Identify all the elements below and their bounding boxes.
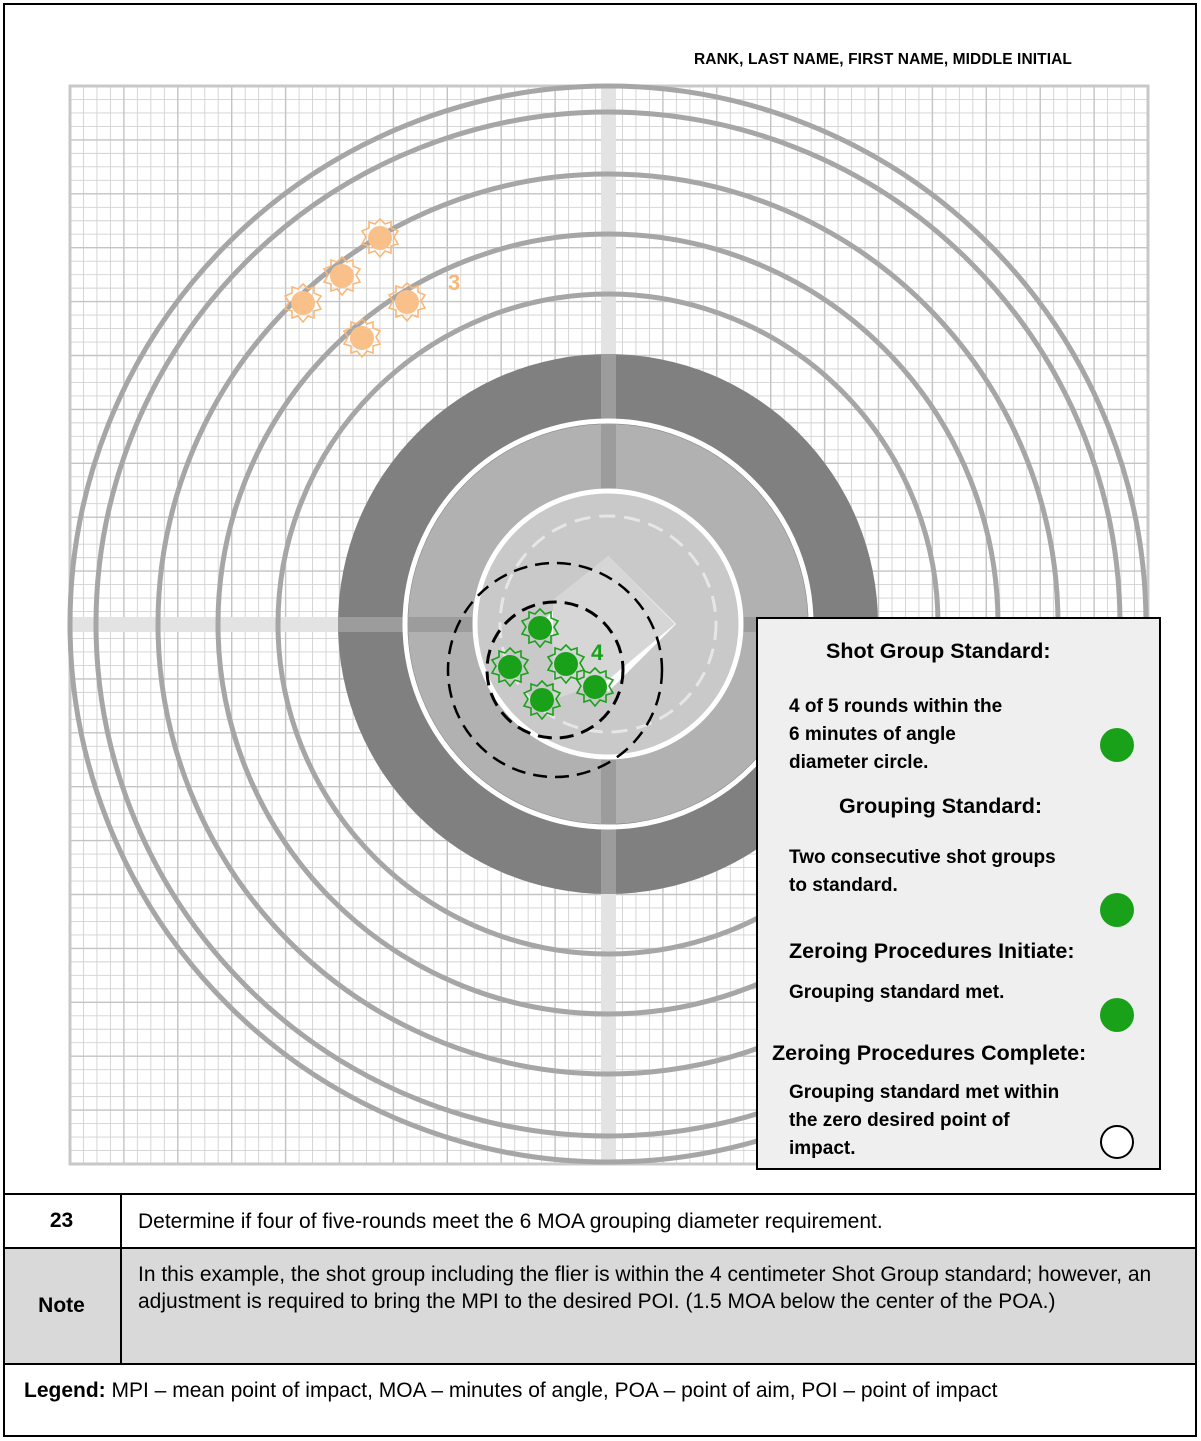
group-4-label: 4 <box>591 640 604 665</box>
shot-hole <box>323 256 361 296</box>
standard-line: to standard. <box>789 875 898 896</box>
standard-line: Two consecutive shot groups <box>789 847 1056 868</box>
legend-divider <box>3 1363 1197 1365</box>
first-shot-group: 3 <box>284 218 460 358</box>
standard-title: Zeroing Procedures Complete: <box>772 1041 1087 1065</box>
inner-4-cm-circle <box>485 600 625 740</box>
shot-hole <box>576 667 614 707</box>
group-3-label: 3 <box>448 270 460 295</box>
status-met-indicator <box>1100 728 1134 762</box>
step-row: 23 Determine if four of five-rounds meet… <box>3 1193 1197 1247</box>
standard-line: 4 of 5 rounds within the <box>789 696 1003 717</box>
status-not-met-indicator <box>1100 1125 1134 1159</box>
note-text: In this example, the shot group includin… <box>138 1263 1152 1313</box>
standard-description: 4 of 5 rounds within the 6 minutes of an… <box>789 693 1002 777</box>
shot-hole <box>284 283 322 323</box>
shot-hole <box>523 680 561 720</box>
standard-line: diameter circle. <box>789 752 929 773</box>
standard-line: Grouping standard met within <box>789 1082 1060 1103</box>
shot-hole <box>361 218 399 258</box>
status-met-indicator <box>1100 998 1134 1032</box>
note-row: Note In this example, the shot group inc… <box>3 1247 1197 1363</box>
step-number: 23 <box>3 1195 122 1247</box>
shot-hole <box>547 644 585 684</box>
standard-title: Zeroing Procedures Initiate: <box>789 939 1075 963</box>
legend-label: Legend: <box>24 1379 106 1402</box>
standard-description: Grouping standard met. <box>789 979 1004 1007</box>
standard-title: Shot Group Standard: <box>826 639 1051 663</box>
standard-title: Grouping Standard: <box>839 794 1043 818</box>
standards-panel: Shot Group Standard: 4 of 5 rounds withi… <box>756 617 1161 1170</box>
standard-description: Two consecutive shot groups to standard. <box>789 844 1056 900</box>
legend-text: MPI – mean point of impact, MOA – minute… <box>111 1379 998 1402</box>
status-met-indicator <box>1100 893 1134 927</box>
standard-description: Grouping standard met within the zero de… <box>789 1079 1059 1163</box>
standard-line: Grouping standard met. <box>789 982 1005 1003</box>
second-shot-group: 4 <box>491 608 614 720</box>
shot-hole <box>388 282 426 322</box>
shot-hole <box>521 608 559 648</box>
shot-hole <box>491 647 529 687</box>
white-ring-1 <box>472 488 744 760</box>
shooter-name-header: RANK, LAST NAME, FIRST NAME, MIDDLE INIT… <box>694 51 1073 68</box>
standard-line: 6 minutes of angle <box>789 724 956 745</box>
desired-poi-circle <box>498 514 718 734</box>
standard-line: impact. <box>789 1138 856 1159</box>
standard-line: the zero desired point of <box>789 1110 1010 1131</box>
legend: Legend: MPI – mean point of impact, MOA … <box>24 1376 1184 1405</box>
aim-square <box>553 556 675 700</box>
shot-hole <box>343 318 381 358</box>
note-label: Note <box>3 1249 122 1363</box>
page-border <box>3 3 1197 1437</box>
step-text: Determine if four of five-rounds meet th… <box>138 1210 883 1233</box>
outer-6-moa-circle <box>446 561 664 779</box>
